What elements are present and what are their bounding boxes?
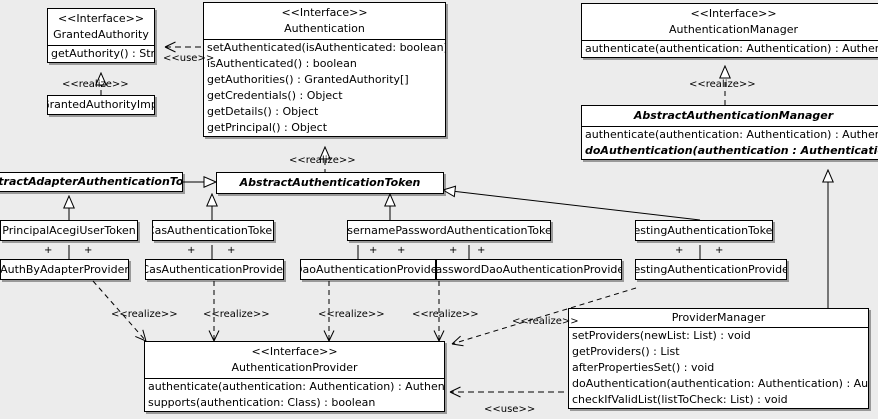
multiplicity-marker: +: [675, 245, 684, 256]
edge-label-use-granted-authority: <<use>>: [163, 53, 215, 64]
operation: getCredentials() : Object: [207, 89, 343, 102]
class-name: AuthByAdapterProvider: [0, 262, 129, 276]
operation: authenticate(authentication: Authenticat…: [585, 128, 878, 141]
operation: checkIfValidList(listToCheck: List) : vo…: [572, 393, 788, 406]
class-name: CasAuthenticationToken: [152, 223, 274, 237]
edge-generalize-testing-authentication-token: [443, 190, 701, 221]
class-abstract-adapter-authentication-token[interactable]: AbstractAdapterAuthenticationToken: [0, 172, 183, 192]
operations-compartment: authenticate(authentication: Authenticat…: [582, 41, 878, 57]
operation: doAuthentication(authentication: Authent…: [572, 377, 869, 390]
operation: doAuthentication(authentication : Authen…: [585, 144, 878, 157]
edge-label-realize-dao-authentication-provider: <<realize>>: [318, 309, 385, 320]
operation: getAuthority() : String: [51, 47, 155, 60]
edge-label-realize-password-dao-authentication-provider: <<realize>>: [412, 309, 479, 320]
operations-compartment: setProviders(newList: List) : void getPr…: [569, 328, 868, 408]
class-name: PasswordDaoAuthenticationProvider: [436, 262, 622, 276]
class-name: Authentication: [284, 22, 365, 35]
stereotype-label: <<Interface>>: [281, 6, 368, 19]
multiplicity-marker: +: [397, 245, 406, 256]
multiplicity-marker: +: [715, 245, 724, 256]
operation: supports(authentication: Class) : boolea…: [148, 396, 376, 409]
class-testing-authentication-provider[interactable]: TestingAuthenticationProvider: [635, 259, 787, 280]
edge-label-realize-cas-authentication-provider: <<realize>>: [203, 309, 270, 320]
operation: authenticate(authentication: Authenticat…: [148, 380, 445, 393]
multiplicity-marker: +: [84, 245, 93, 256]
class-principal-acegi-user-token[interactable]: PrincipalAcegiUserToken: [0, 220, 138, 241]
compartment-divider: [569, 327, 868, 328]
class-name: CasAuthenticationProvider: [145, 262, 284, 276]
class-header: AbstractAuthenticationManager: [582, 106, 878, 126]
operation: getPrincipal() : Object: [207, 121, 328, 134]
class-password-dao-authentication-provider[interactable]: PasswordDaoAuthenticationProvider: [436, 259, 622, 280]
class-name: AbstractAdapterAuthenticationToken: [0, 175, 183, 188]
class-name: UsernamePasswordAuthenticationToken: [347, 223, 551, 237]
class-provider-manager[interactable]: ProviderManager setProviders(newList: Li…: [568, 308, 869, 409]
class-username-password-authentication-token[interactable]: UsernamePasswordAuthenticationToken: [347, 220, 551, 241]
class-header: <<Interface>> AuthenticationProvider: [145, 342, 444, 378]
operation: isAuthenticated() : boolean: [207, 57, 357, 70]
multiplicity-marker: +: [227, 245, 236, 256]
operation: afterPropertiesSet() : void: [572, 361, 715, 374]
edge-label-realize-abstract-authentication-manager: <<realize>>: [689, 79, 756, 90]
operation: getDetails() : Object: [207, 105, 319, 118]
class-authentication-manager[interactable]: <<Interface>> AuthenticationManager auth…: [581, 3, 878, 58]
class-abstract-authentication-manager[interactable]: AbstractAuthenticationManager authentica…: [581, 105, 878, 160]
class-name: GrantedAuthority: [53, 28, 149, 41]
operation: getAuthorities() : GrantedAuthority[]: [207, 73, 409, 86]
class-name: TestingAuthenticationProvider: [635, 262, 787, 276]
class-testing-authentication-token[interactable]: TestingAuthenticationToken: [635, 220, 773, 241]
multiplicity-marker: +: [44, 245, 53, 256]
class-granted-authority[interactable]: <<Interface>> GrantedAuthority getAuthor…: [47, 8, 155, 63]
stereotype-label: <<Interface>>: [690, 7, 777, 20]
class-name: PrincipalAcegiUserToken: [2, 223, 136, 237]
class-auth-by-adapter-provider[interactable]: AuthByAdapterProvider: [0, 259, 129, 280]
operation: authenticate(authentication: Authenticat…: [585, 42, 878, 55]
class-authentication-provider[interactable]: <<Interface>> AuthenticationProvider aut…: [144, 341, 445, 412]
operations-compartment: authenticate(authentication: Authenticat…: [145, 379, 444, 411]
class-cas-authentication-provider[interactable]: CasAuthenticationProvider: [145, 259, 284, 280]
multiplicity-marker: +: [369, 245, 378, 256]
compartment-divider: [145, 378, 444, 379]
edge-label-realize-granted-authority-impl: <<realize>>: [62, 79, 129, 90]
multiplicity-marker: +: [449, 245, 458, 256]
class-name: GrantedAuthorityImpl: [47, 98, 155, 111]
class-name: AuthenticationProvider: [231, 361, 358, 374]
edge-label-realize-abstract-authentication-token: <<realize>>: [289, 155, 356, 166]
stereotype-label: <<Interface>>: [57, 12, 145, 25]
stereotype-label: <<Interface>>: [251, 345, 338, 358]
class-name: AbstractAuthenticationToken: [239, 176, 421, 189]
operations-compartment: getAuthority() : String: [48, 46, 154, 62]
compartment-divider: [204, 39, 445, 40]
class-header: ProviderManager: [569, 309, 868, 327]
multiplicity-marker: +: [187, 245, 196, 256]
class-name: DaoAuthenticationProvider: [300, 262, 436, 276]
class-name: ProviderManager: [671, 311, 766, 324]
class-header: <<Interface>> Authentication: [204, 3, 445, 39]
class-authentication[interactable]: <<Interface>> Authentication setAuthenti…: [203, 2, 446, 137]
operation: setAuthenticated(isAuthenticated: boolea…: [207, 41, 446, 54]
multiplicity-marker: +: [477, 245, 486, 256]
class-abstract-authentication-token[interactable]: AbstractAuthenticationToken: [216, 172, 444, 194]
class-header: <<Interface>> GrantedAuthority: [48, 9, 154, 45]
class-header: <<Interface>> AuthenticationManager: [582, 4, 878, 40]
class-name: AbstractAuthenticationManager: [633, 109, 834, 122]
class-name: TestingAuthenticationToken: [635, 223, 773, 237]
operations-compartment: authenticate(authentication: Authenticat…: [582, 127, 878, 159]
operation: setProviders(newList: List) : void: [572, 329, 751, 342]
edge-label-use-provider-manager: <<use>>: [484, 404, 536, 415]
compartment-divider: [582, 40, 878, 41]
class-name: AuthenticationManager: [669, 23, 798, 36]
class-granted-authority-impl[interactable]: GrantedAuthorityImpl: [47, 95, 155, 115]
class-cas-authentication-token[interactable]: CasAuthenticationToken: [152, 220, 274, 241]
class-dao-authentication-provider[interactable]: DaoAuthenticationProvider: [300, 259, 436, 280]
operation: getProviders() : List: [572, 345, 680, 358]
edge-label-realize-testing-authentication-provider: <<realize>>: [512, 316, 579, 327]
compartment-divider: [48, 45, 154, 46]
operations-compartment: setAuthenticated(isAuthenticated: boolea…: [204, 40, 445, 136]
edge-label-realize-auth-by-adapter-provider: <<realize>>: [111, 309, 178, 320]
compartment-divider: [582, 126, 878, 127]
